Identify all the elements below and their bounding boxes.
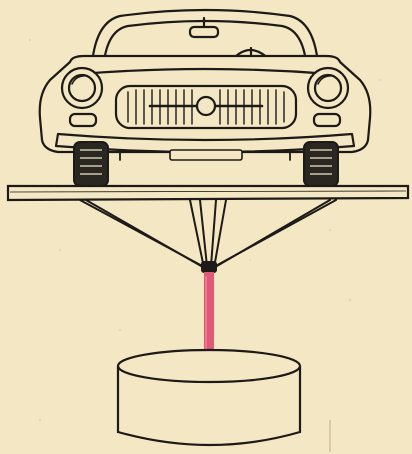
- license-plate: [170, 150, 242, 160]
- car: [40, 10, 371, 160]
- hanging-joint: [202, 262, 216, 272]
- platform: [8, 186, 408, 200]
- headlight-left: [62, 68, 102, 108]
- tire-left: [74, 142, 108, 186]
- indicator-right: [314, 114, 340, 126]
- grille-emblem: [197, 97, 215, 115]
- indicator-left: [70, 114, 96, 126]
- drum: [118, 350, 300, 445]
- support-struts: [80, 200, 336, 272]
- grille: [116, 86, 296, 128]
- rear-view-mirror: [190, 27, 218, 37]
- tire-right: [304, 142, 338, 186]
- headlight-right: [308, 68, 348, 108]
- hanging-rope: [204, 272, 214, 356]
- drum-top: [118, 350, 300, 382]
- platform-board: [8, 186, 408, 200]
